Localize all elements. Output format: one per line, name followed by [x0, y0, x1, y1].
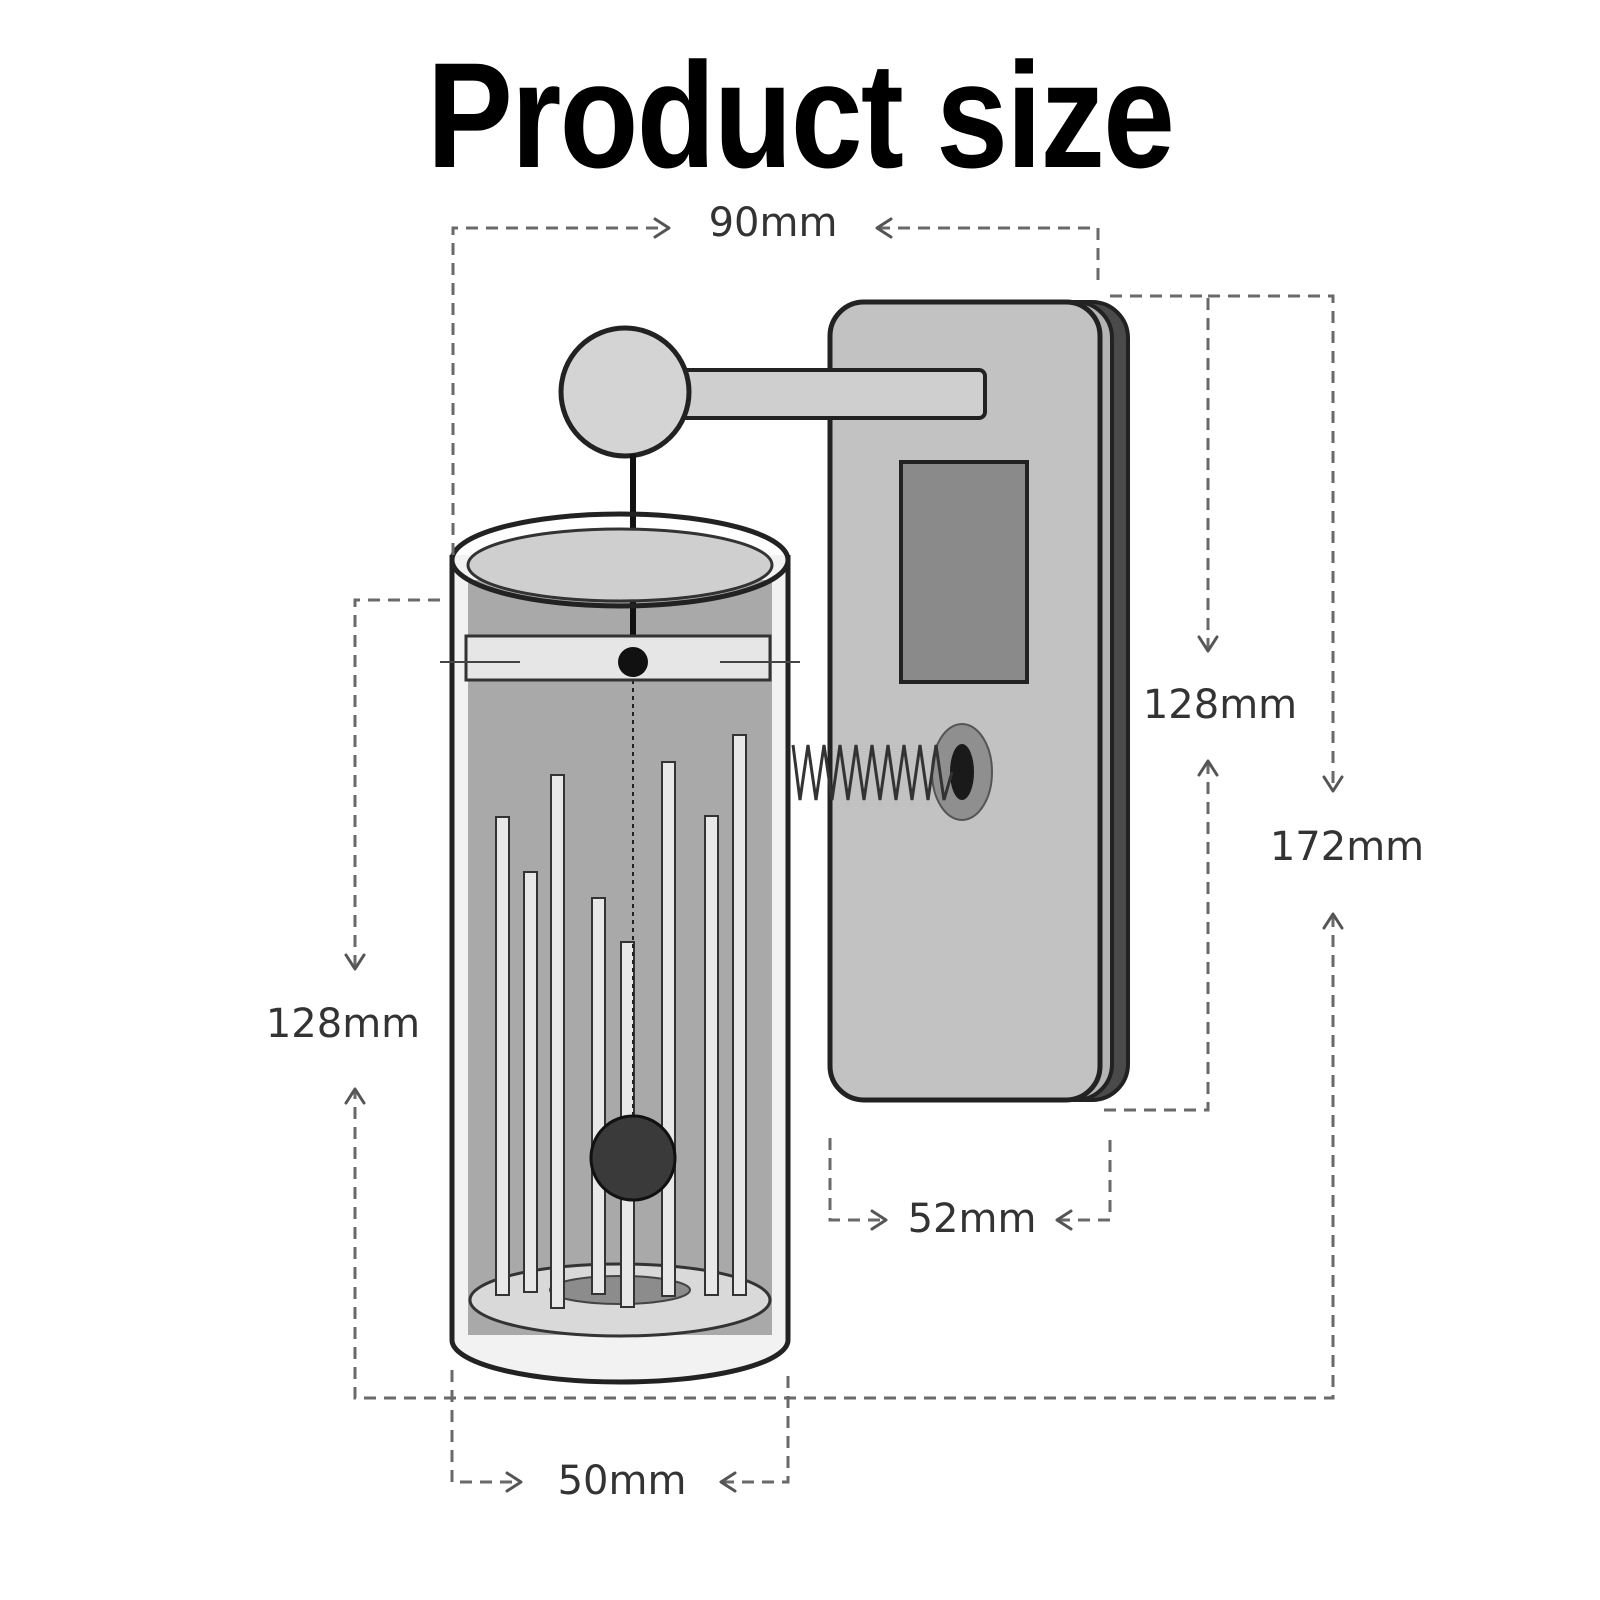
label-panel-height: 128mm: [1143, 682, 1297, 728]
display-screen: [899, 460, 1029, 684]
label-tube-width: 50mm: [558, 1458, 687, 1504]
dim-panel-width-right: [1058, 1138, 1112, 1222]
pivot-point: [618, 647, 648, 677]
arrow-up-icon: [1197, 759, 1219, 777]
tube-rim-inner: [466, 527, 774, 603]
spring: [791, 744, 954, 801]
crossbar: [464, 634, 772, 682]
sensor-hole: [950, 744, 974, 800]
arrow-right-icon: [505, 1471, 523, 1493]
clapper-ball: [589, 1114, 677, 1202]
arm-bar: [678, 368, 987, 420]
arrow-right-icon: [653, 217, 671, 239]
arrow-down-icon: [1197, 635, 1219, 653]
rod: [732, 734, 747, 1296]
glass-tube: [440, 454, 800, 1385]
dim-tube-width-right: [722, 1370, 790, 1484]
dim-tube-width-left: [450, 1370, 520, 1484]
dim-top-width-left: [451, 226, 668, 555]
label-panel-width: 52mm: [908, 1196, 1037, 1242]
arrow-left-icon: [1055, 1209, 1073, 1231]
rod: [550, 774, 565, 1309]
label-tube-height: 128mm: [266, 1001, 420, 1047]
page-title: Product size: [426, 31, 1175, 199]
rod: [495, 816, 510, 1296]
dim-panel-height-bottom: [1098, 762, 1210, 1112]
dim-total-height-bottom: [353, 915, 1335, 1400]
dim-tube-height-top: [353, 598, 440, 968]
rod: [591, 897, 606, 1295]
label-top-width: 90mm: [709, 200, 838, 246]
rod: [704, 815, 719, 1296]
dimension-lines: [344, 217, 1344, 1493]
arrow-up-icon: [1322, 912, 1344, 930]
tube-rim-outer: [449, 511, 791, 609]
arrow-left-icon: [719, 1471, 737, 1493]
dim-total-height-top: [1208, 294, 1335, 790]
arrow-down-icon: [344, 953, 366, 971]
arrow-right-icon: [870, 1209, 888, 1231]
top-arm: [558, 325, 987, 459]
arm-knob: [558, 325, 692, 459]
device-panel: [827, 299, 1130, 1103]
panel-front: [827, 299, 1103, 1103]
arrow-down-icon: [1322, 775, 1344, 793]
arrow-left-icon: [875, 217, 893, 239]
rod: [661, 761, 676, 1297]
rod: [523, 871, 538, 1293]
label-total-height: 172mm: [1270, 824, 1424, 870]
dim-top-width-right: [878, 226, 1100, 282]
dim-panel-width-left: [828, 1138, 885, 1222]
arrow-up-icon: [344, 1087, 366, 1105]
